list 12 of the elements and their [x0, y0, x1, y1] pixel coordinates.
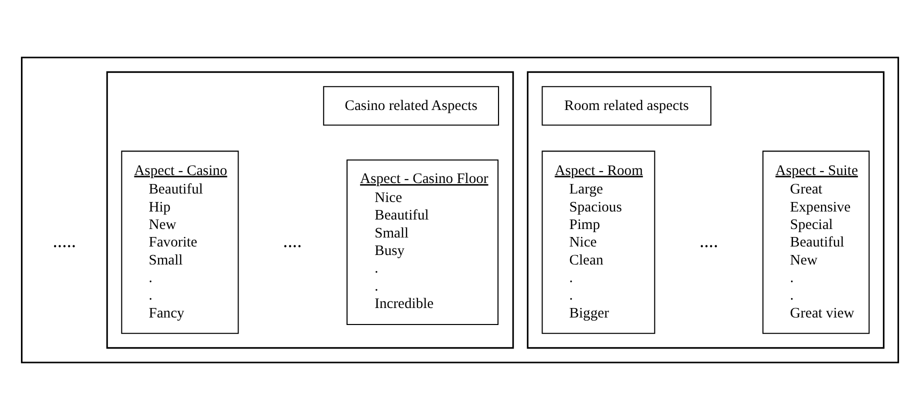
node-box: Casino related Aspects	[323, 86, 500, 126]
cluster	[106, 71, 514, 349]
label: .....	[52, 230, 76, 252]
node-box: Aspect - Casino Floor Nice Beautiful Small Busy . . Incredible	[346, 160, 499, 326]
node-box: Room related aspects	[542, 86, 712, 126]
label: ....	[283, 230, 302, 252]
node-box: Aspect - Casino Beautiful Hip New Favorite Small . . Fancy	[121, 150, 239, 334]
cluster	[526, 71, 884, 349]
cluster	[20, 56, 900, 364]
label: ....	[699, 230, 718, 252]
node-box: Aspect - Room Large Spacious Pimp Nice Clean . . Bigger	[542, 150, 656, 334]
node-box: Aspect - Suite Great Expensive Special Beautiful New . . Great view	[762, 150, 870, 334]
